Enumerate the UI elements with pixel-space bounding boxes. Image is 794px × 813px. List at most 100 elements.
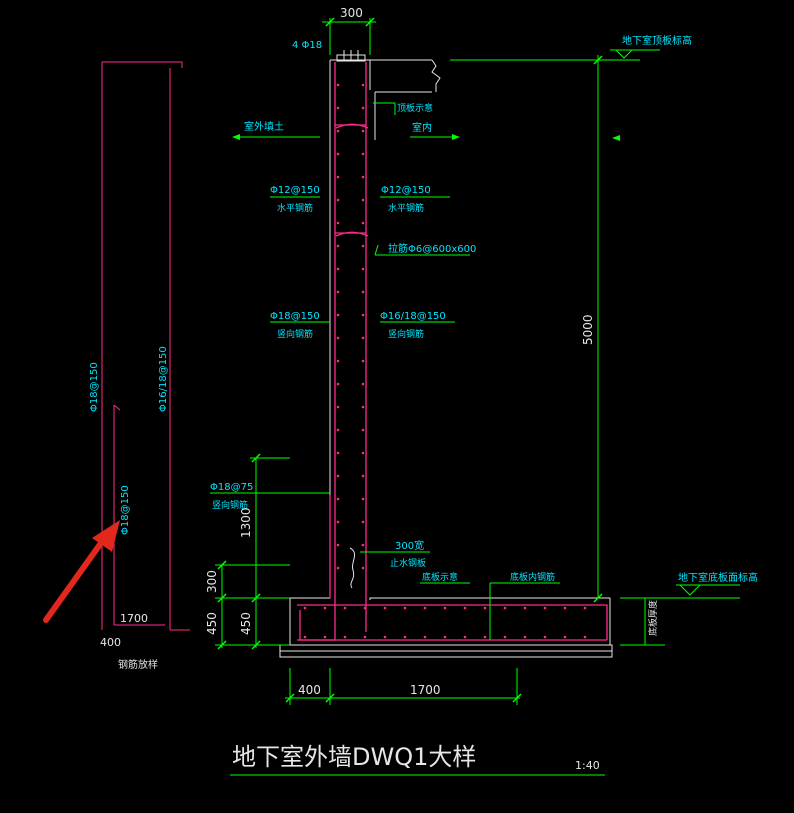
rebar-dot: [336, 267, 340, 271]
rebar-dot: [523, 635, 527, 639]
wall-outline: [289, 59, 611, 646]
label-slab-hint: 底板示意: [422, 571, 458, 583]
rebar-dot: [361, 290, 365, 294]
dim-height-total: 5000: [581, 314, 595, 345]
label-h-bar-out-sub: 水平钢筋: [277, 202, 313, 214]
rebar-dot: [336, 106, 340, 110]
rebar-dot: [336, 313, 340, 317]
rebar-dot: [403, 635, 407, 639]
label-v-bar-out: Φ18@150: [270, 311, 320, 322]
top-bars: [336, 50, 366, 62]
dim-height-450-b: 450: [239, 612, 253, 635]
rebar-dot: [483, 606, 487, 610]
label-waterstop-sub: 止水钢板: [390, 557, 426, 569]
rebar-dot: [336, 198, 340, 202]
label-roof-hint: 顶板示意: [397, 102, 433, 114]
rebar-dot: [343, 606, 347, 610]
rebar-dot: [443, 606, 447, 610]
rebar-dot: [583, 606, 587, 610]
label-slab-inner-bar: 底板内钢筋: [510, 571, 555, 583]
dim-height-300: 300: [205, 570, 219, 593]
blinding-layer: [279, 644, 613, 658]
wall-rebar-dots: [303, 83, 587, 639]
rebar-dot: [361, 428, 365, 432]
rebar-dot: [336, 290, 340, 294]
rebar-dot: [423, 606, 427, 610]
rebar-dot: [361, 382, 365, 386]
rebar-dot: [361, 83, 365, 87]
rebar-dot: [336, 129, 340, 133]
rebar-dot: [523, 606, 527, 610]
rebar-dot: [543, 635, 547, 639]
rebar-dot: [583, 635, 587, 639]
label-v-bar-in: Φ16/18@150: [380, 311, 446, 322]
rebar-dot: [361, 359, 365, 363]
rebar-dot: [336, 336, 340, 340]
rebar-dot: [336, 175, 340, 179]
dim-height-450-a: 450: [205, 612, 219, 635]
rebar-dot: [423, 635, 427, 639]
rebar-dot: [503, 606, 507, 610]
rebar-dot: [563, 635, 567, 639]
rebar-dot: [361, 175, 365, 179]
detail-rebar-layout: [101, 61, 190, 631]
label-h-bar-in: Φ12@150: [381, 185, 431, 196]
rebar-dot: [361, 313, 365, 317]
rebar-dot: [563, 606, 567, 610]
detail-dim-400: 400: [100, 636, 121, 649]
leader-arrows: [232, 134, 620, 141]
rebar-dot: [336, 428, 340, 432]
label-v-bar-in-sub: 竖向钢筋: [388, 328, 424, 340]
label-dowel: Φ18@75: [210, 482, 253, 493]
dim-left-400: 400: [298, 683, 321, 697]
rebar-dot: [303, 635, 307, 639]
rebar-dot: [463, 635, 467, 639]
rebar-dot: [336, 382, 340, 386]
rebar-dot: [361, 221, 365, 225]
rebar-dot: [336, 520, 340, 524]
rebar-dot: [361, 474, 365, 478]
rebar-dot: [336, 566, 340, 570]
drawing-scale: 1:40: [575, 759, 600, 772]
rebar-dot: [361, 497, 365, 501]
label-waterstop: 300宽: [395, 539, 424, 552]
label-slab-thickness: 底板厚度: [647, 600, 659, 636]
label-backfill: 室外填土: [244, 120, 284, 133]
rebar-dot: [483, 635, 487, 639]
rebar-dot: [383, 606, 387, 610]
rebar-dot: [343, 635, 347, 639]
rebar-dot: [361, 405, 365, 409]
rebar-dot: [323, 635, 327, 639]
dim-top-width: 300: [340, 6, 363, 20]
rebar-dot: [336, 474, 340, 478]
rebar-dot: [303, 606, 307, 610]
rebar-dot: [336, 359, 340, 363]
label-floor-level: 地下室底板面标高: [678, 571, 758, 584]
label-dowel-sub: 竖向钢筋: [212, 499, 248, 511]
drawing-title: 地下室外墙DWQ1大样: [232, 743, 476, 771]
rebar-dot: [336, 543, 340, 547]
rebar-dot: [361, 543, 365, 547]
rebar-dot: [336, 83, 340, 87]
rebar-dot: [443, 635, 447, 639]
label-h-bar-out: Φ12@150: [270, 185, 320, 196]
rebar-dot: [361, 198, 365, 202]
detail-label-v3: Φ18@150: [120, 485, 131, 535]
detail-label-v2: Φ16/18@150: [158, 346, 169, 412]
label-top-bars: 4 Φ18: [292, 40, 322, 51]
rebar-dot: [361, 267, 365, 271]
dim-height-1300: 1300: [239, 507, 253, 538]
rebar-dot: [336, 244, 340, 248]
rebar-dot: [463, 606, 467, 610]
label-h-bar-in-sub: 水平钢筋: [388, 202, 424, 214]
dim-right-1700: 1700: [410, 683, 441, 697]
rebar-dot: [323, 606, 327, 610]
rebar-dot: [503, 635, 507, 639]
rebar-dot: [363, 635, 367, 639]
ticks: [217, 17, 603, 703]
rebar-dot: [361, 451, 365, 455]
rebar-dot: [336, 152, 340, 156]
rebar-dot: [336, 405, 340, 409]
rebar-dot: [336, 497, 340, 501]
